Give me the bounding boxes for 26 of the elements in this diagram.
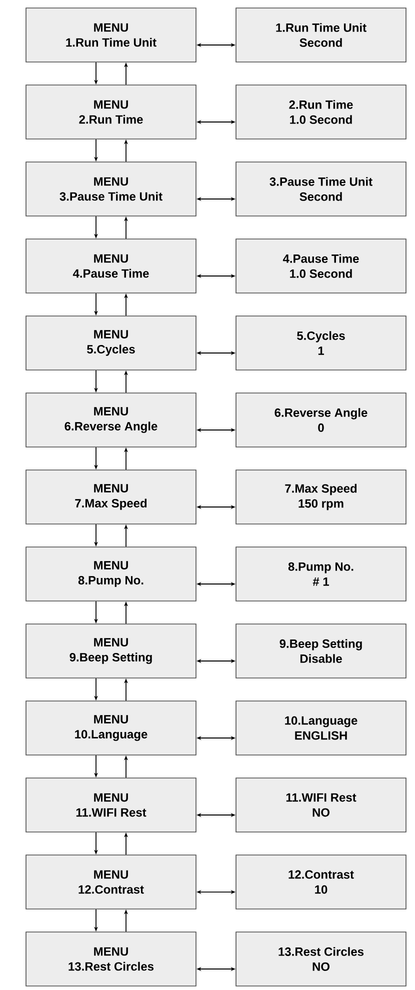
menu-box: 2.Run Time 1.0 Second bbox=[236, 84, 406, 140]
menu-box: MENU 4.Pause Time bbox=[26, 238, 196, 294]
menu-box: MENU 12.Contrast bbox=[26, 854, 196, 910]
menu-box: MENU 1.Run Time Unit bbox=[26, 8, 196, 62]
menu-box: MENU 13.Rest Circles bbox=[26, 932, 196, 986]
menu-box: 11.WIFI Rest NO bbox=[236, 778, 406, 832]
menu-box: 13.Rest Circles NO bbox=[236, 932, 406, 986]
menu-box: MENU 3.Pause Time Unit bbox=[26, 162, 196, 216]
menu-box: 10.Language ENGLISH bbox=[236, 700, 406, 756]
menu-box: 8.Pump No. # 1 bbox=[236, 546, 406, 602]
menu-box: MENU 9.Beep Setting bbox=[26, 624, 196, 678]
menu-box: MENU 8.Pump No. bbox=[26, 546, 196, 602]
menu-box: 5.Cycles 1 bbox=[236, 316, 406, 370]
menu-box: 3.Pause Time Unit Second bbox=[236, 162, 406, 216]
menu-box: 6.Reverse Angle 0 bbox=[236, 392, 406, 448]
menu-box: MENU 5.Cycles bbox=[26, 316, 196, 370]
menu-box: MENU 6.Reverse Angle bbox=[26, 392, 196, 448]
menu-box: MENU 2.Run Time bbox=[26, 84, 196, 140]
menu-box: 7.Max Speed 150 rpm bbox=[236, 470, 406, 524]
menu-box: 12.Contrast 10 bbox=[236, 854, 406, 910]
menu-box: 1.Run Time Unit Second bbox=[236, 8, 406, 62]
menu-box: MENU 7.Max Speed bbox=[26, 470, 196, 524]
menu-box: 9.Beep Setting Disable bbox=[236, 624, 406, 678]
menu-box: 4.Pause Time 1.0 Second bbox=[236, 238, 406, 294]
menu-box: MENU 10.Language bbox=[26, 700, 196, 756]
menu-box: MENU 11.WIFI Rest bbox=[26, 778, 196, 832]
